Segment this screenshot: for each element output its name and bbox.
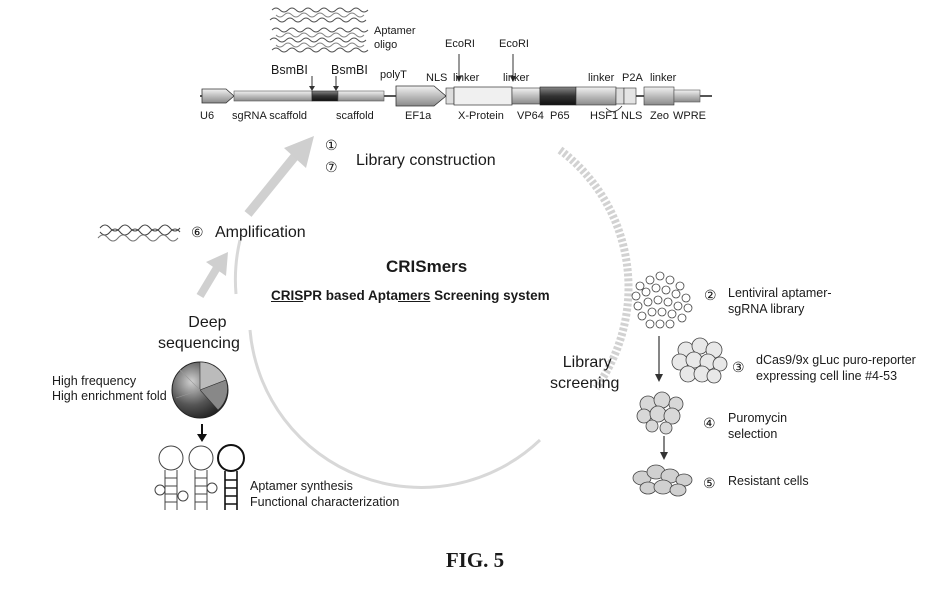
ef1a-promoter [396, 86, 446, 106]
ecori-label-2: EcoRI [499, 38, 529, 51]
zeo-label: Zeo [650, 110, 669, 123]
sgrna-scaffold-label: sgRNA scaffold [232, 110, 307, 123]
vp64-label: VP64 [517, 110, 544, 123]
scaffold-label: scaffold [336, 110, 374, 123]
aptamer-structures-icon [155, 445, 244, 510]
lentiviral-line2: sgRNA library [728, 301, 832, 317]
deep-sequencing-label: Deep sequencing [172, 312, 240, 354]
arrow-library-to-cells-head [655, 374, 663, 382]
hsf1-label: HSF1 [590, 110, 618, 123]
cycle-arc-left [235, 240, 240, 294]
linker-label-4: linker [650, 72, 676, 85]
polyt-label: polyT [380, 69, 407, 82]
p2a-label: P2A [622, 72, 643, 85]
aptamer-oligo-cluster [270, 8, 368, 52]
wpre-block [674, 90, 700, 102]
library-screening-label: Library screening [550, 352, 619, 394]
scaffold-block [338, 91, 384, 101]
u6-label: U6 [200, 110, 214, 123]
subtitle-mers: mers [398, 288, 430, 303]
nls-label-bottom: NLS [621, 110, 642, 123]
lentiviral-library-label: Lentiviral aptamer- sgRNA library [728, 285, 832, 317]
enrichment-sphere-icon [172, 362, 228, 418]
resistant-cells-label: Resistant cells [728, 474, 809, 488]
nls-label-top: NLS [426, 72, 447, 85]
arrow-to-construction [248, 150, 300, 214]
p65-label: P65 [550, 110, 570, 123]
bsmbi-label-2: BsmBI [331, 63, 368, 77]
reporter-line1: dCas9/9x gLuc puro-reporter [756, 352, 916, 368]
bsmbi-label-1: BsmBI [271, 63, 308, 77]
cycle-arc-bottom [250, 330, 540, 487]
step-3-number: ③ [732, 359, 745, 375]
step-7-number: ⑦ [325, 159, 338, 175]
high-frequency-line: High frequency [52, 374, 167, 389]
reporter-line2: expressing cell line #4-53 [756, 368, 916, 384]
aptamer-synthesis-line: Aptamer synthesis [250, 478, 399, 494]
bsmbi-tick-2-head [333, 86, 339, 91]
amplification-dna-icon [98, 225, 180, 241]
bsmbi-tick-1-head [309, 86, 315, 91]
library-construction-label: Library construction [356, 152, 496, 170]
aptamer-oligo-label: Aptamer oligo [374, 24, 416, 52]
nls-block [446, 88, 454, 104]
lentiviral-line1: Lentiviral aptamer- [728, 285, 832, 301]
vp64-block [512, 88, 540, 104]
sequencing-line: sequencing [158, 333, 240, 354]
p65-block [540, 87, 576, 105]
figure-label: FIG. 5 [0, 548, 950, 573]
sgrna-scaffold-block [234, 91, 312, 101]
deep-line: Deep [172, 312, 240, 333]
ef1a-label: EF1a [405, 110, 431, 123]
reporter-cell-cluster-icon [672, 338, 727, 383]
aptamer-insert-block [312, 91, 338, 101]
step-1-number: ① [325, 137, 338, 153]
high-frequency-label: High frequency High enrichment fold [52, 374, 167, 404]
ecori-label-1: EcoRI [445, 38, 475, 51]
vector-elements [202, 86, 700, 106]
step-6-number: ⑥ [191, 224, 204, 240]
p2a-block [624, 88, 636, 104]
wpre-label: WPRE [673, 110, 706, 123]
functional-characterization-line: Functional characterization [250, 494, 399, 510]
zeo-block [644, 87, 674, 105]
linker-label-2: linker [503, 72, 529, 85]
step-2-number: ② [704, 287, 717, 303]
screening-line: screening [550, 373, 619, 394]
library-line: Library [550, 352, 619, 373]
aptamer-oligo-line2: oligo [374, 38, 416, 52]
aptamer-oligo-line1: Aptamer [374, 24, 416, 38]
arrow-to-amplification [200, 266, 218, 296]
x-protein-label: X-Protein [458, 110, 504, 123]
subtitle-screening: Screening system [430, 288, 549, 303]
subtitle-cris: CRIS [271, 288, 303, 303]
crismers-title: CRISmers [386, 257, 467, 277]
amplification-label: Amplification [215, 224, 306, 242]
lentiviral-library-icon [632, 272, 692, 328]
puromycin-cell-cluster-icon [637, 392, 683, 434]
u6-promoter [202, 89, 234, 103]
selection-line: selection [728, 426, 787, 442]
puromycin-line: Puromycin [728, 410, 787, 426]
puromycin-selection-label: Puromycin selection [728, 410, 787, 442]
crismers-subtitle: CRISPR based Aptamers Screening system [271, 288, 550, 304]
hsf1-block [576, 87, 616, 105]
subtitle-pr-apta: PR based Apta [303, 288, 398, 303]
arrow-to-aptamers-head [197, 434, 207, 442]
reporter-cell-line-label: dCas9/9x gLuc puro-reporter expressing c… [756, 352, 916, 384]
linker-label-3: linker [588, 72, 614, 85]
high-enrichment-line: High enrichment fold [52, 389, 167, 404]
nls2-block [616, 88, 624, 104]
arrow-to-resistant-head [660, 452, 668, 460]
aptamer-synthesis-label: Aptamer synthesis Functional characteriz… [250, 478, 399, 510]
x-protein-block [454, 87, 512, 105]
step-4-number: ④ [703, 415, 716, 431]
linker-label-1: linker [453, 72, 479, 85]
step-5-number: ⑤ [703, 475, 716, 491]
resistant-cells-icon [633, 465, 692, 496]
